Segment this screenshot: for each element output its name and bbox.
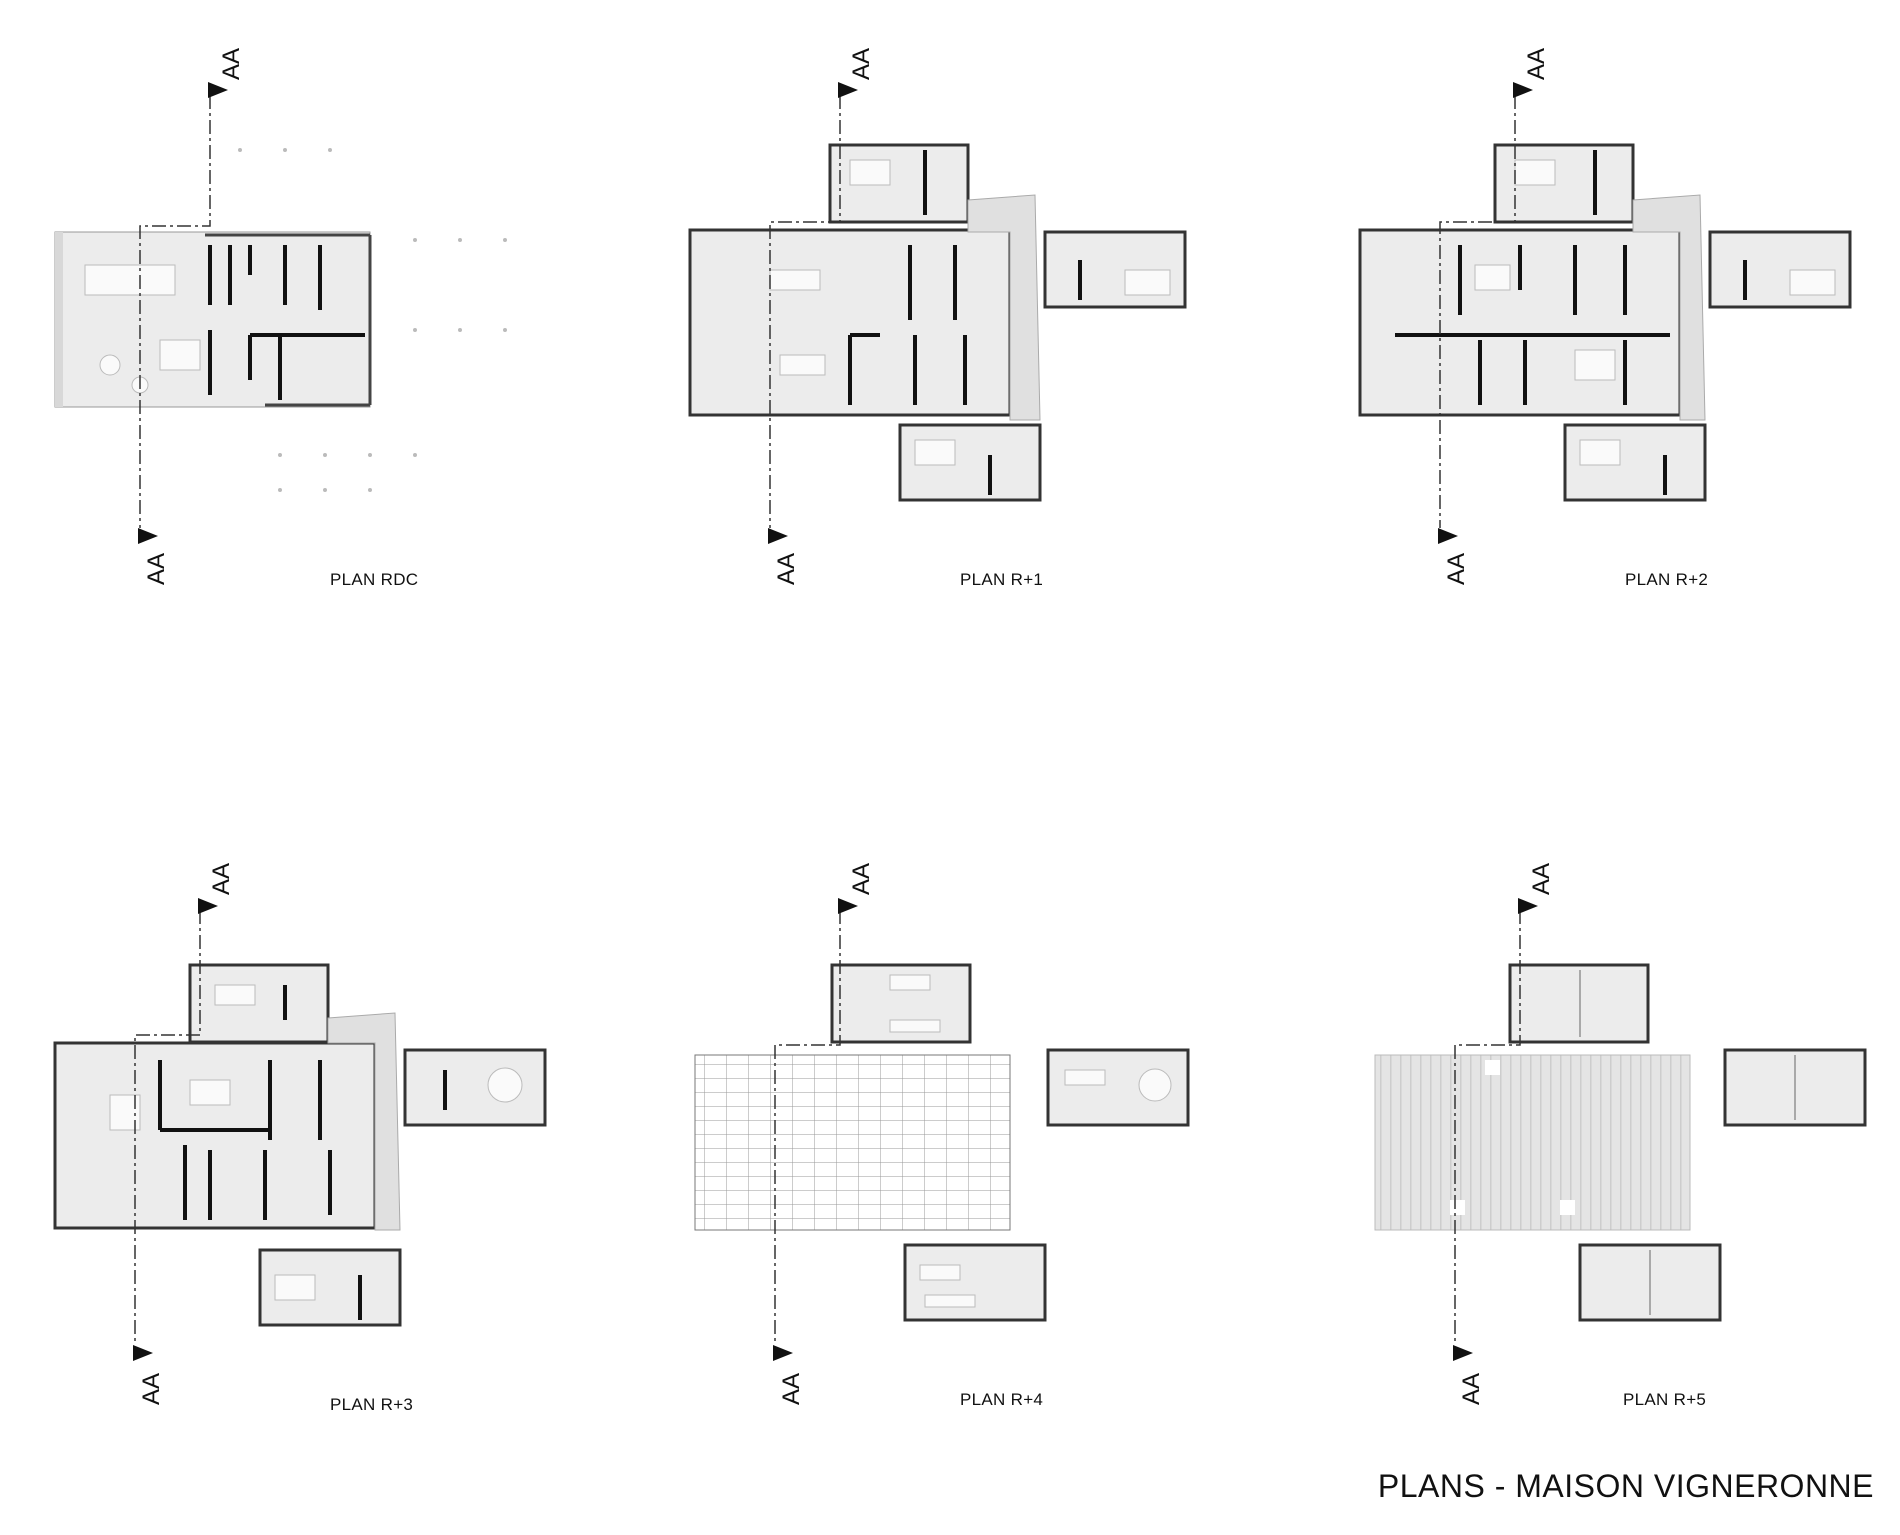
- plan-label-rdc: PLAN RDC: [330, 570, 419, 589]
- section-marker-r5-bottom: AA: [1458, 1372, 1485, 1405]
- plan-label-r5: PLAN R+5: [1623, 1390, 1707, 1409]
- section-marker-r4-top: AA: [848, 862, 875, 895]
- section-marker-r1-bottom: AA: [773, 552, 800, 585]
- plan-label-r2: PLAN R+2: [1625, 570, 1709, 589]
- section-marker-r2-top: AA: [1523, 47, 1550, 80]
- plan-r2: [1358, 82, 1852, 544]
- plan-r3: [53, 898, 547, 1361]
- plan-r1: [688, 82, 1187, 544]
- section-marker-r3-bottom: AA: [138, 1372, 165, 1405]
- section-marker-r1-top: AA: [848, 47, 875, 80]
- section-marker-r2-bottom: AA: [1443, 552, 1470, 585]
- section-marker-rdc-bottom: AA: [143, 552, 170, 585]
- section-marker-rdc-top: AA: [218, 47, 245, 80]
- section-marker-r3-top: AA: [208, 862, 235, 895]
- section-marker-r5-top: AA: [1528, 862, 1555, 895]
- plan-label-r1: PLAN R+1: [960, 570, 1044, 589]
- section-marker-r4-bottom: AA: [778, 1372, 805, 1405]
- plan-r4: [694, 898, 1190, 1361]
- plan-label-r4: PLAN R+4: [960, 1390, 1044, 1409]
- plan-label-r3: PLAN R+3: [330, 1395, 414, 1414]
- sheet-title: PLANS - MAISON VIGNERONNE: [1377, 1468, 1874, 1504]
- plan-r5: [1374, 898, 1867, 1361]
- plan-rdc: [54, 82, 507, 544]
